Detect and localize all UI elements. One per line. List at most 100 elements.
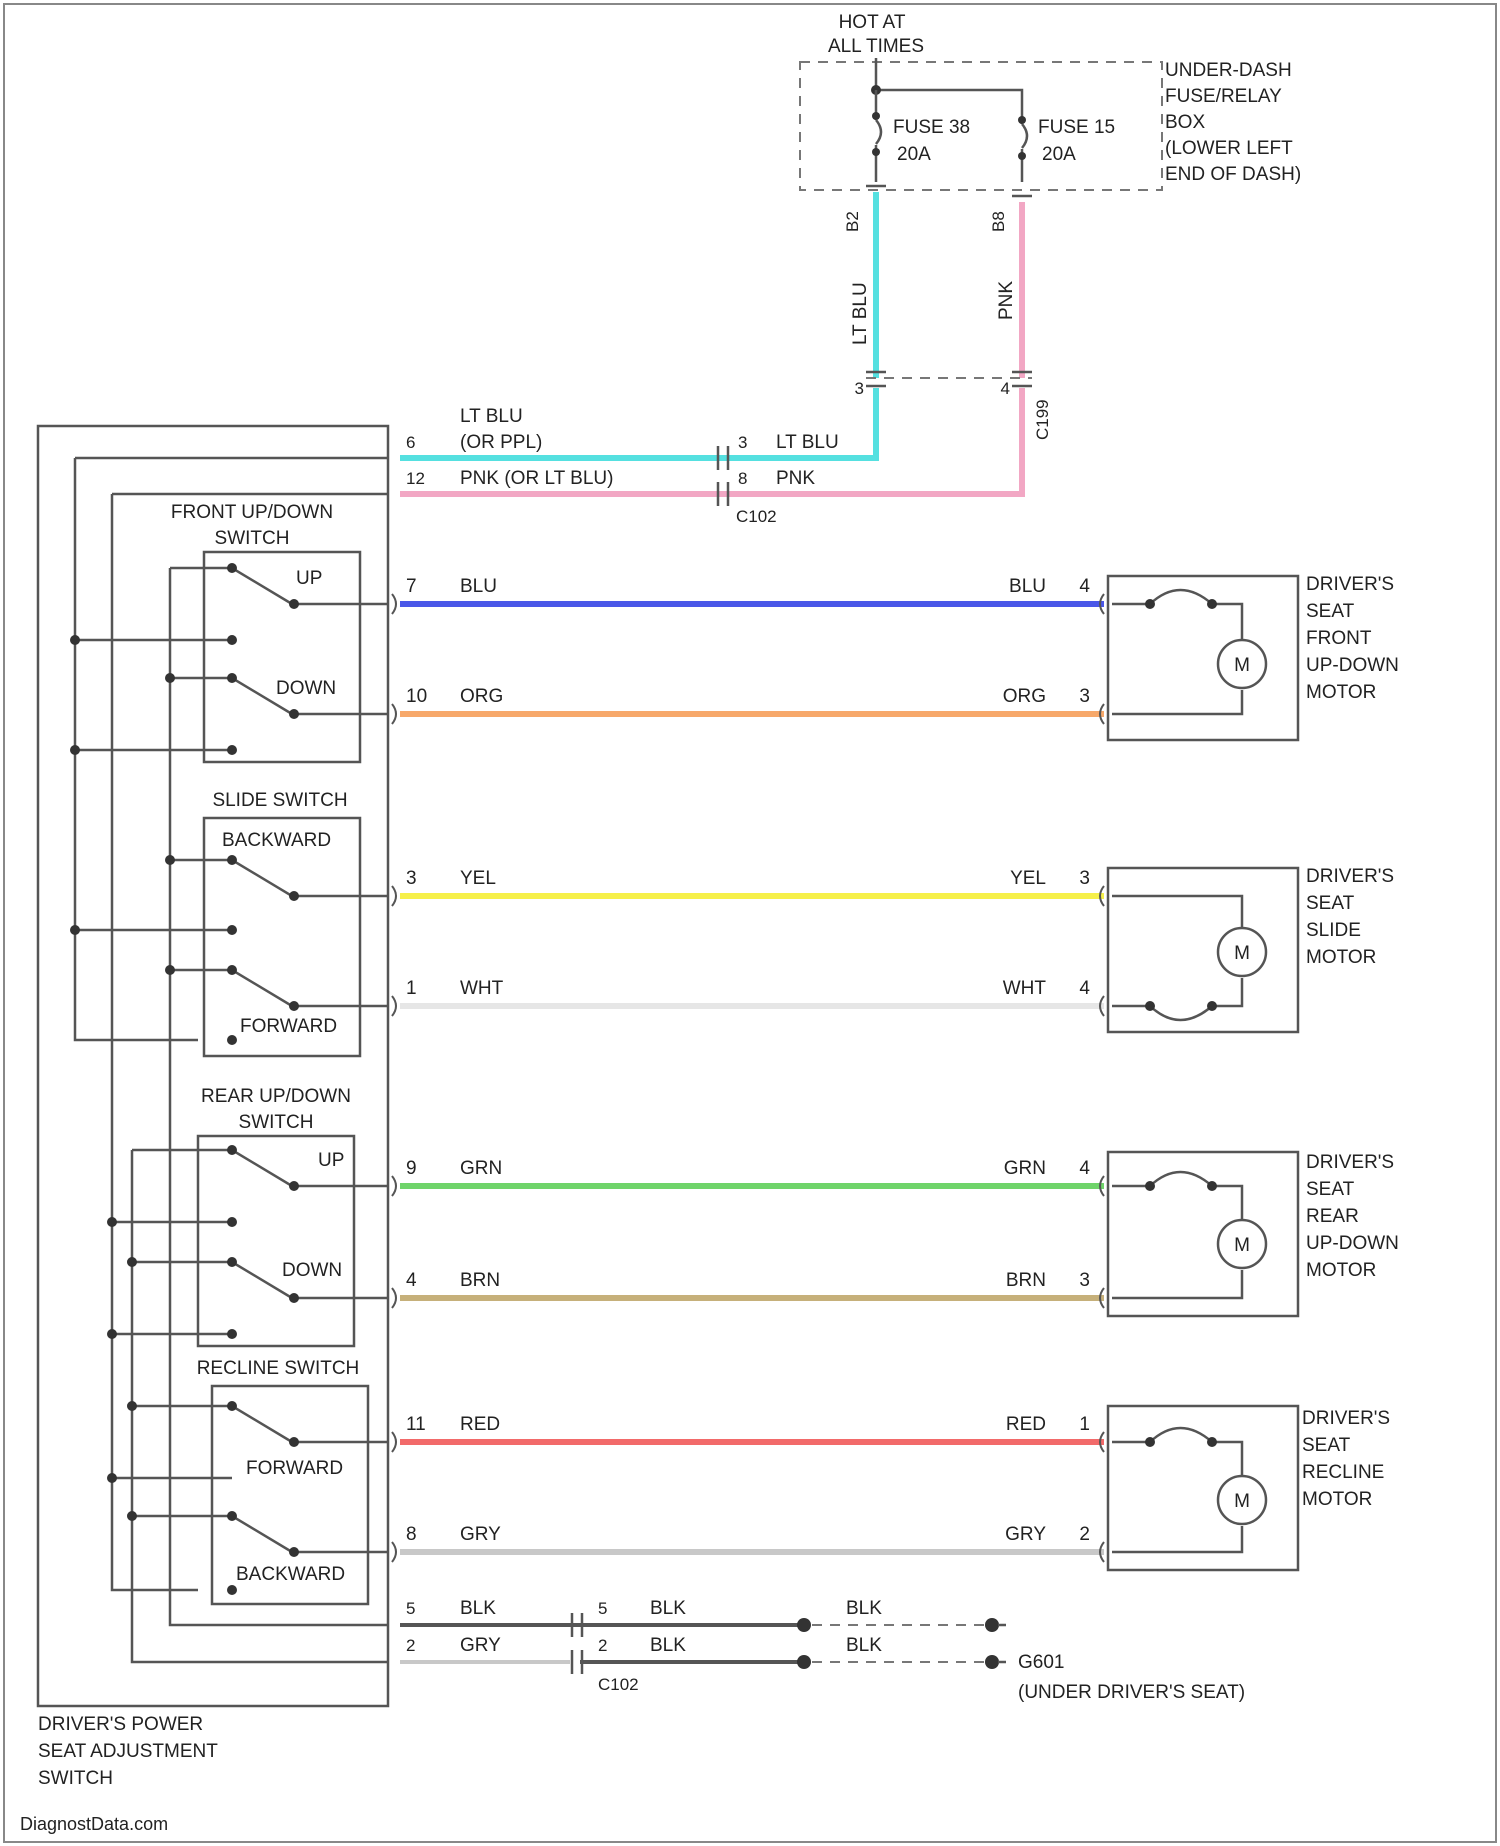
switch-name-2: SEAT ADJUSTMENT (38, 1741, 218, 1762)
wire-pin-motor: 4 (1079, 1158, 1090, 1179)
motor-2-symbol: M (1234, 943, 1250, 964)
motor-3-label-4: UP-DOWN (1306, 1233, 1399, 1254)
wire-pin-motor: 3 (1079, 686, 1090, 707)
page-border (4, 4, 1496, 1842)
c199-pin-left: 3 (855, 379, 864, 398)
feed-w2-color-out: PNK (776, 468, 815, 489)
ground-point-1 (985, 1618, 999, 1632)
motor-2-label-1: DRIVER'S (1306, 866, 1394, 887)
fuse-box-label-2: FUSE/RELAY (1165, 86, 1282, 107)
wire-color-right: BLU (1009, 576, 1046, 597)
wire-pin-switch: 9 (406, 1158, 417, 1179)
wire-pin-motor: 4 (1079, 978, 1090, 999)
g1-pin: 5 (406, 1599, 415, 1618)
fuse-box-label-4: (LOWER LEFT (1165, 138, 1293, 159)
feed-conn-name: C102 (736, 507, 777, 526)
ground-point-2 (985, 1655, 999, 1669)
motor-1-label-4: UP-DOWN (1306, 655, 1399, 676)
wire-color-right: YEL (1010, 868, 1046, 889)
wire-pin-switch: 10 (406, 686, 427, 707)
motor-1-label-1: DRIVER'S (1306, 574, 1394, 595)
fuse-box-label-3: BOX (1165, 112, 1205, 133)
motor-3-label-2: SEAT (1306, 1179, 1355, 1200)
feed-w2-pin: 12 (406, 469, 425, 488)
wire-pin-motor: 4 (1079, 576, 1090, 597)
vwire-right-label: PNK (996, 281, 1017, 320)
fuse-box-label-5: END OF DASH) (1165, 164, 1301, 185)
motor-2-label-4: MOTOR (1306, 947, 1376, 968)
slide-back-label: BACKWARD (222, 830, 331, 851)
motor-3-label-5: MOTOR (1306, 1260, 1376, 1281)
motor-4-label-1: DRIVER'S (1302, 1408, 1390, 1429)
front-down-label: DOWN (276, 678, 336, 699)
fuse-right-amp: 20A (1042, 144, 1076, 165)
wire-color-left: GRY (460, 1524, 501, 1545)
motor-1-label-5: MOTOR (1306, 682, 1376, 703)
g2-color: GRY (460, 1635, 501, 1656)
c199-pin-right: 4 (1001, 379, 1010, 398)
fuse-left-amp: 20A (897, 144, 931, 165)
wire-pin-switch: 7 (406, 576, 417, 597)
wire-color-left: YEL (460, 868, 496, 889)
motor-3-label-3: REAR (1306, 1206, 1359, 1227)
switch-name-1: DRIVER'S POWER (38, 1714, 203, 1735)
wire-color-left: GRN (460, 1158, 502, 1179)
switch-name-3: SWITCH (38, 1768, 113, 1789)
ground-location: (UNDER DRIVER'S SEAT) (1018, 1682, 1245, 1703)
feed-w1-color-out: LT BLU (776, 432, 839, 453)
wire-color-right: GRY (1005, 1524, 1046, 1545)
rear-switch-title-1: REAR UP/DOWN (201, 1086, 351, 1107)
wire-color-left: BRN (460, 1270, 500, 1291)
motor-4-label-2: SEAT (1302, 1435, 1351, 1456)
wire-pin-motor: 3 (1079, 868, 1090, 889)
feed-w2-color: PNK (OR LT BLU) (460, 468, 613, 489)
motor-1-label-2: SEAT (1306, 601, 1355, 622)
motor-4-label-3: RECLINE (1302, 1462, 1384, 1483)
feed-w2-conn-pin: 8 (738, 469, 747, 488)
ground-splice-2 (797, 1655, 811, 1669)
fuse-right-name: FUSE 15 (1038, 117, 1115, 138)
wire-pin-motor: 2 (1079, 1524, 1090, 1545)
fuse-pin-right: B8 (989, 211, 1008, 232)
motor-4-symbol: M (1234, 1491, 1250, 1512)
wire-color-right: WHT (1003, 978, 1047, 999)
recline-back-label: BACKWARD (236, 1564, 345, 1585)
feed-w1-color-b: (OR PPL) (460, 432, 542, 453)
ground-name: G601 (1018, 1652, 1064, 1673)
feed-w1-pin: 6 (406, 433, 415, 452)
g1-color-out: BLK (650, 1598, 686, 1619)
wire-color-left: BLU (460, 576, 497, 597)
fuse-left-name: FUSE 38 (893, 117, 970, 138)
g2-color-out: BLK (650, 1635, 686, 1656)
wire-color-right: BRN (1006, 1270, 1046, 1291)
rear-down-label: DOWN (282, 1260, 342, 1281)
ground-splice-1 (797, 1618, 811, 1632)
front-switch-title-2: SWITCH (215, 528, 290, 549)
wire-pin-switch: 1 (406, 978, 417, 999)
wire-pin-switch: 4 (406, 1270, 417, 1291)
hot-label-2: ALL TIMES (828, 36, 924, 57)
motor-3-label-1: DRIVER'S (1306, 1152, 1394, 1173)
vwire-left-label: LT BLU (850, 282, 871, 345)
g1-color: BLK (460, 1598, 496, 1619)
slide-fwd-label: FORWARD (240, 1016, 337, 1037)
g2-pin: 2 (406, 1636, 415, 1655)
front-up-label: UP (296, 568, 322, 589)
wire-pin-switch: 8 (406, 1524, 417, 1545)
motor-1-label-3: FRONT (1306, 628, 1372, 649)
hot-label-1: HOT AT (839, 12, 906, 33)
g1-conn-pin: 5 (598, 1599, 607, 1618)
feed-w1-conn-pin: 3 (738, 433, 747, 452)
motor-2-label-3: SLIDE (1306, 920, 1361, 941)
wire-color-left: ORG (460, 686, 503, 707)
g2-color-end: BLK (846, 1635, 882, 1656)
slide-switch-title: SLIDE SWITCH (212, 790, 347, 811)
wire-pin-motor: 3 (1079, 1270, 1090, 1291)
g1-color-end: BLK (846, 1598, 882, 1619)
motor-2-label-2: SEAT (1306, 893, 1355, 914)
rear-switch-title-2: SWITCH (239, 1112, 314, 1133)
fuse-box-label-1: UNDER-DASH (1165, 60, 1292, 81)
motor-3-symbol: M (1234, 1235, 1250, 1256)
recline-fwd-label: FORWARD (246, 1458, 343, 1479)
